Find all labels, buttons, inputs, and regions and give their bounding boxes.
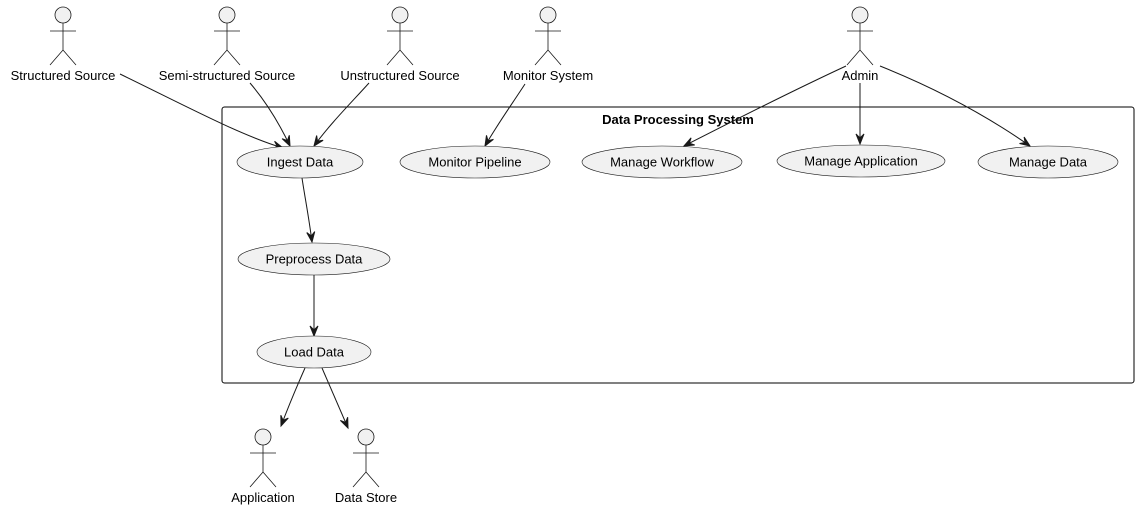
use-case-load-data[interactable]: Load Data <box>256 335 372 369</box>
relation-line <box>879 65 1031 147</box>
use-case-ellipse <box>256 335 372 369</box>
actor-head-icon <box>539 6 557 24</box>
relation-structured-source-to-ingest-data <box>119 73 285 150</box>
actor-label: Monitor System <box>503 68 593 83</box>
actor-body-icon <box>49 23 77 66</box>
use-case-monitor-pipeline[interactable]: Monitor Pipeline <box>399 145 551 179</box>
arrowhead-icon <box>1019 136 1032 147</box>
actor-label: Admin <box>842 68 879 83</box>
use-case-ellipse <box>399 145 551 179</box>
actor-head-icon <box>54 6 72 24</box>
actor-structured-source[interactable]: Structured Source <box>11 6 116 83</box>
relation-line <box>280 367 306 427</box>
arrowhead-icon <box>484 135 494 148</box>
arrowhead-icon <box>855 133 865 146</box>
use-case-label: Manage Application <box>804 154 917 169</box>
use-case-preprocess-data[interactable]: Preprocess Data <box>237 242 391 276</box>
use-case-ellipse <box>977 145 1119 179</box>
use-case-ingest-data[interactable]: Ingest Data <box>236 145 364 179</box>
use-case-label: Manage Workflow <box>610 155 714 170</box>
actor-head-icon <box>254 428 272 446</box>
actor-body-icon <box>213 23 241 66</box>
use-case-label: Manage Data <box>1009 155 1088 170</box>
relation-load-data-to-application <box>280 367 306 428</box>
system-boundary: Data Processing System <box>221 106 1135 384</box>
actor-admin[interactable]: Admin <box>842 6 879 83</box>
arrowhead-icon <box>313 135 324 148</box>
relation-line <box>484 83 526 147</box>
system-title: Data Processing System <box>602 112 754 127</box>
relation-load-data-to-data-store <box>321 367 349 430</box>
use-case-label: Load Data <box>284 345 345 360</box>
relation-line <box>119 73 284 149</box>
use-case-manage-application[interactable]: Manage Application <box>776 144 946 178</box>
use-case-ellipse <box>581 145 743 179</box>
actor-label: Structured Source <box>11 68 116 83</box>
relation-line <box>249 82 291 147</box>
use-case-ellipse <box>776 144 946 178</box>
actor-label: Data Store <box>335 490 397 505</box>
arrowhead-icon <box>309 325 319 338</box>
actor-application[interactable]: Application <box>231 428 295 505</box>
use-case-ellipse <box>237 242 391 276</box>
relation-ingest-data-to-preprocess-data <box>301 177 316 244</box>
actor-body-icon <box>846 23 874 66</box>
relation-admin-to-manage-workflow <box>682 65 847 147</box>
actor-monitor-system[interactable]: Monitor System <box>503 6 593 83</box>
relation-unstructured-source-to-ingest-data <box>313 82 370 148</box>
actor-head-icon <box>357 428 375 446</box>
system-boundary-rect <box>221 106 1135 384</box>
use-case-label: Monitor Pipeline <box>428 155 521 170</box>
actor-label: Semi-structured Source <box>159 68 296 83</box>
actor-label: Unstructured Source <box>340 68 459 83</box>
actor-body-icon <box>534 23 562 66</box>
use-case-ellipse <box>236 145 364 179</box>
actor-head-icon <box>851 6 869 24</box>
relation-admin-to-manage-application <box>855 83 865 146</box>
actor-label: Application <box>231 490 295 505</box>
actor-body-icon <box>249 445 277 488</box>
arrowhead-icon <box>682 137 695 147</box>
actor-unstructured-source[interactable]: Unstructured Source <box>340 6 460 83</box>
use-case-label: Preprocess Data <box>266 252 364 267</box>
actor-head-icon <box>218 6 236 24</box>
use-case-manage-data[interactable]: Manage Data <box>977 145 1119 179</box>
use-case-manage-workflow[interactable]: Manage Workflow <box>581 145 743 179</box>
relation-monitor-system-to-monitor-pipeline <box>484 83 526 148</box>
arrowhead-icon <box>339 417 349 430</box>
actor-semi-structured-source[interactable]: Semi-structured Source <box>159 6 296 83</box>
relation-admin-to-manage-data <box>879 65 1032 147</box>
relation-line <box>313 82 370 147</box>
use-case-label: Ingest Data <box>267 155 334 170</box>
actor-head-icon <box>391 6 409 24</box>
actor-body-icon <box>386 23 414 66</box>
relation-line <box>321 367 349 429</box>
actor-body-icon <box>352 445 380 488</box>
arrowhead-icon <box>280 415 289 428</box>
relation-line <box>683 65 847 147</box>
arrowhead-icon <box>281 135 291 148</box>
actor-data-store[interactable]: Data Store <box>335 428 397 505</box>
arrowhead-icon <box>306 231 316 244</box>
relation-semi-structured-source-to-ingest-data <box>249 82 291 148</box>
relation-preprocess-data-to-load-data <box>309 275 319 338</box>
